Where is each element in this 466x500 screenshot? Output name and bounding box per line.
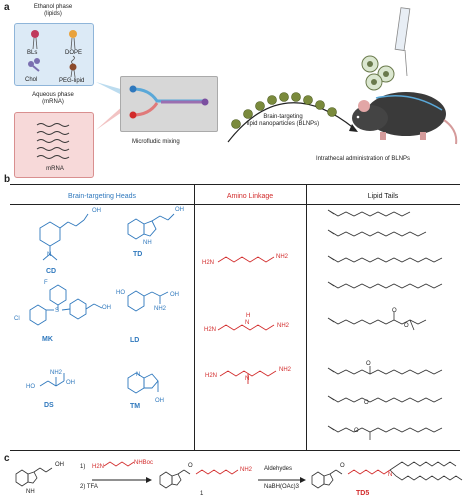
step1-label: 1) xyxy=(80,464,86,470)
atom-ho-ld: HO xyxy=(116,290,125,296)
blnp-label: Brain-targeting lipid nanoparticles (BLN… xyxy=(246,114,320,127)
column-divider-2 xyxy=(306,184,307,451)
start-nh: NH xyxy=(26,489,35,495)
mrna-label: mRNA xyxy=(46,166,64,172)
panel-b-table xyxy=(10,184,460,451)
atom-oh-tm: OH xyxy=(155,398,164,404)
step1-amine: H2N xyxy=(92,464,105,470)
lipid-label-bls: BLs xyxy=(27,50,38,56)
head-structures xyxy=(29,213,175,394)
head-label-td: TD xyxy=(133,251,143,258)
atom-oh-ds: OH xyxy=(66,380,75,386)
amine2-mid-h: H xyxy=(246,313,251,319)
intermediate-o: O xyxy=(188,463,193,469)
tail-carbonate-o: O xyxy=(366,361,371,367)
tail-ether-o2: O xyxy=(354,428,359,434)
step1-boc: NHBoc xyxy=(134,460,154,466)
amine3-right: NH2 xyxy=(279,367,292,373)
atom-nh2-ds: NH2 xyxy=(50,370,63,376)
atom-oh-ld: OH xyxy=(170,292,179,298)
amine3-mid: N xyxy=(245,376,250,382)
ethanol-phase-title: Ethanol phase (lipids) xyxy=(33,4,73,17)
step2-label: 2) TFA xyxy=(80,484,98,490)
header-rule xyxy=(10,204,460,205)
column-divider-1 xyxy=(194,184,195,451)
start-oh: OH xyxy=(55,462,64,468)
lipid-label-chol: Chol xyxy=(25,77,38,83)
amine-structures xyxy=(217,256,277,384)
lipid-tail-structures xyxy=(327,209,443,440)
amine2-left: H2N xyxy=(204,327,217,333)
panel-c-letter: c xyxy=(4,453,10,464)
product-o: O xyxy=(340,463,345,469)
synthesis-scheme xyxy=(15,461,463,489)
col-head-heads: Brain-targeting Heads xyxy=(67,193,137,200)
amine1-right: NH2 xyxy=(276,254,289,260)
col-head-amino: Amino Linkage xyxy=(226,193,274,200)
lipid-icons xyxy=(28,30,77,78)
aqueous-phase-box: mRNA xyxy=(14,112,94,178)
product-n: N xyxy=(388,472,393,478)
ethanol-phase-box: BLs DOPE Chol PEG-lipid xyxy=(14,23,94,86)
amine3-left: H2N xyxy=(205,373,218,379)
intermediate-label: 1 xyxy=(200,491,204,497)
mouse-illustration xyxy=(352,92,458,145)
reductant-label: NaBH(OAc)3 xyxy=(264,484,300,490)
atom-oh-td: OH xyxy=(175,207,184,213)
tail-ester-o1: O xyxy=(392,308,397,314)
product-label: TD5 xyxy=(356,490,370,497)
atom-cl-mk: Cl xyxy=(14,316,20,322)
blnp-particles-arc xyxy=(227,92,358,143)
microfluidic-chip xyxy=(120,76,218,132)
lipid-label-dope: DOPE xyxy=(65,50,83,56)
panel-a-letter: a xyxy=(4,2,10,13)
admin-label: Intrathecal administration of BLNPs xyxy=(316,156,411,162)
atom-f-mk: F xyxy=(44,280,48,286)
head-label-tm: TM xyxy=(130,403,141,410)
atom-nh2-ld: NH2 xyxy=(154,306,167,312)
amine1-left: H2N xyxy=(202,260,215,266)
tail-ether-o1: O xyxy=(364,400,369,406)
amine2-mid: N xyxy=(245,320,250,326)
flow-arrows xyxy=(96,82,124,130)
lipid-label-peg: PEG-lipid xyxy=(59,78,85,84)
aqueous-phase-title: Aqueous phase (mRNA) xyxy=(32,92,74,105)
head-label-ds: DS xyxy=(44,402,54,409)
amine2-right: NH2 xyxy=(277,323,290,329)
mixing-label: Microfludic mixing xyxy=(132,139,180,145)
atom-oh-cd: OH xyxy=(92,208,101,214)
tail-ester-o2: O xyxy=(404,323,409,329)
head-label-cd: CD xyxy=(46,268,57,275)
atom-n-cd: N xyxy=(47,252,52,258)
atom-s-mk: S xyxy=(55,308,60,314)
col-head-tails: Lipid Tails xyxy=(367,193,399,200)
atom-nh-td: NH xyxy=(143,240,152,246)
head-label-mk: MK xyxy=(42,336,53,343)
panel-b-letter: b xyxy=(4,174,11,185)
intermediate-nh2: NH2 xyxy=(240,467,253,473)
mrna-strands xyxy=(36,123,70,159)
atom-oh-mk: OH xyxy=(102,305,111,311)
aldehydes-label: Aldehydes xyxy=(264,466,293,472)
atom-ho-ds: HO xyxy=(26,384,35,390)
atom-n-tm: N xyxy=(136,372,141,378)
head-label-ld: LD xyxy=(130,337,140,344)
syringe-and-lnps xyxy=(361,7,411,91)
